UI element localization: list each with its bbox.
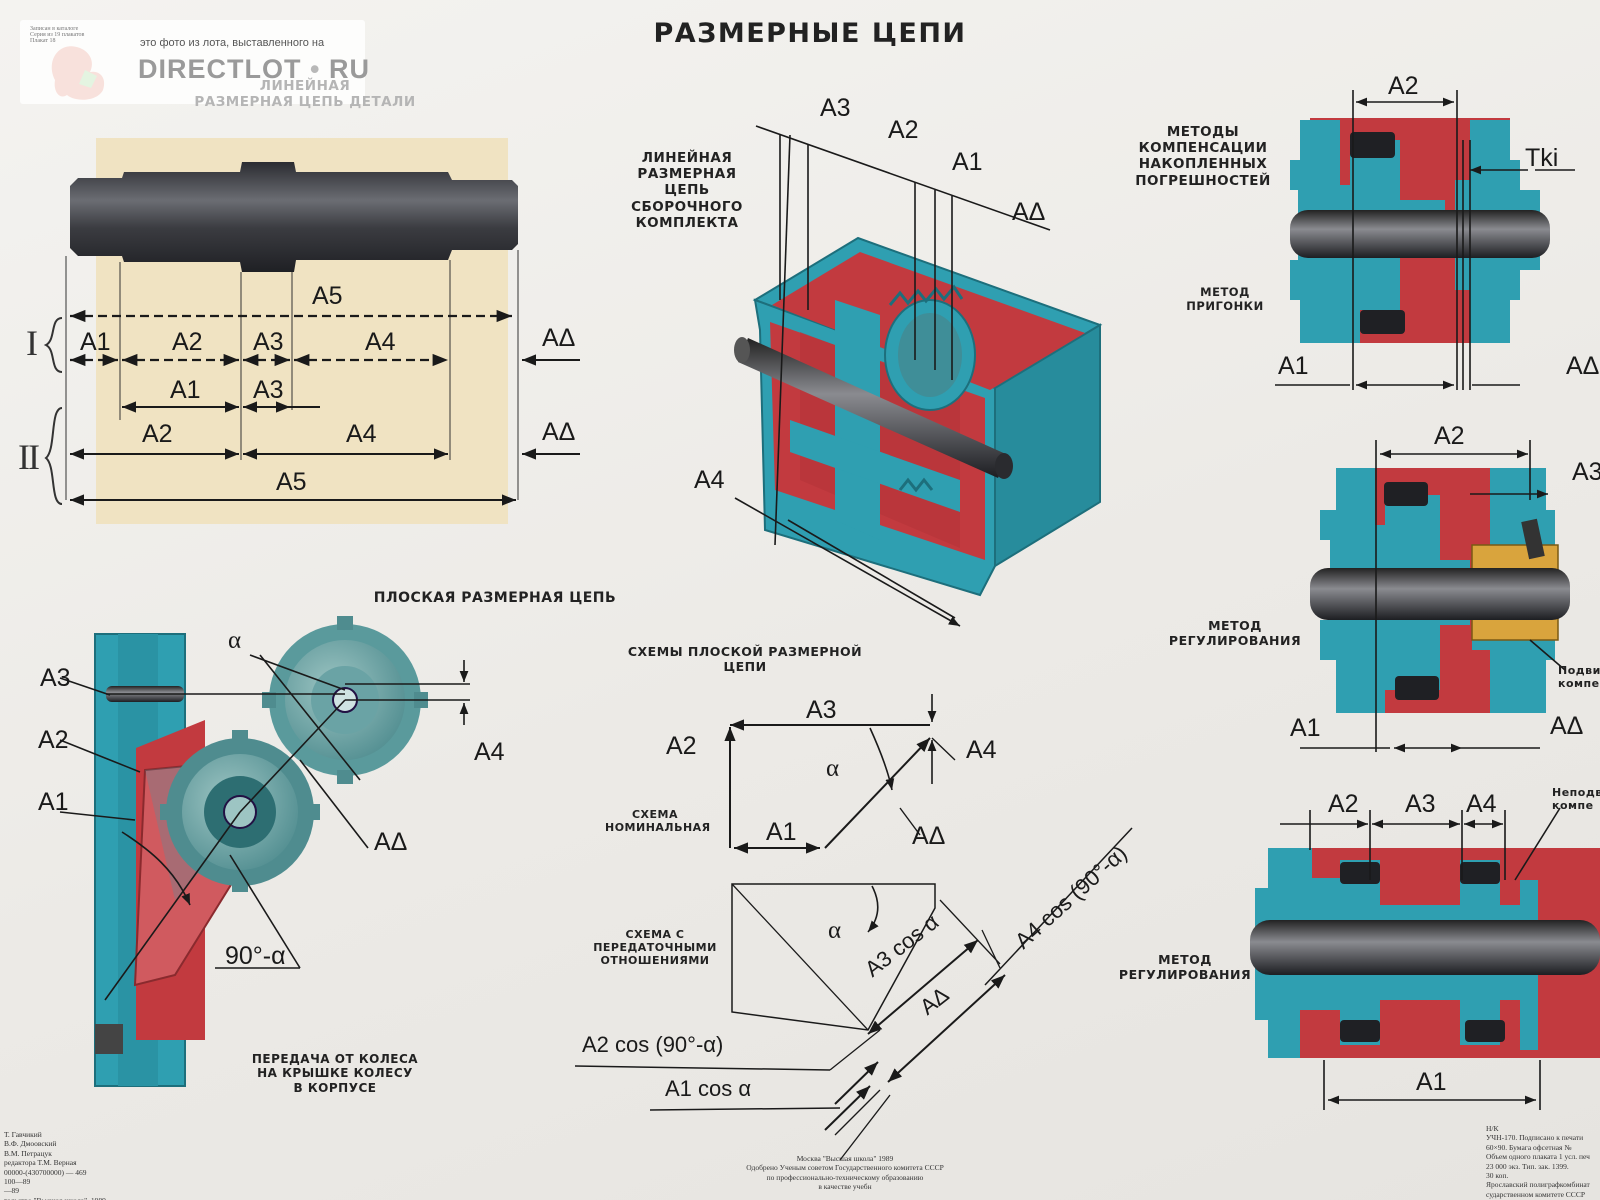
compensation-title: МЕТОДЫ КОМПЕНСАЦИИ НАКОПЛЕННЫХ ПОГРЕШНОС… <box>1135 124 1271 189</box>
method-fit-label: МЕТОД ПРИГОНКИ <box>1186 285 1264 313</box>
fixed-compensator-label: Неподв компе <box>1552 786 1600 813</box>
footer-center-imprint: Москва "Высшая школа" 1989 Одобрено Учен… <box>746 1154 944 1192</box>
label-a2cos: A2 cos (90°-α) <box>582 1032 724 1057</box>
movable-compensator-label: Подви компе <box>1558 664 1600 691</box>
schemes-section <box>574 694 1133 1161</box>
label-a1-plane: A1 <box>38 788 69 816</box>
poster-title: РАЗМЕРНЫЕ ЦЕПИ <box>653 18 967 49</box>
label-a4-row3: A4 <box>346 420 377 448</box>
label-a5-row4: A5 <box>276 468 307 496</box>
label-alpha-nominal: α <box>826 755 840 782</box>
compensation-section <box>1250 90 1600 1110</box>
label-a3-row2: A3 <box>253 376 284 404</box>
label-a3-nominal: A3 <box>806 696 837 724</box>
label-alpha-ratios: α <box>828 917 842 944</box>
label-a3-adjust2: A3 <box>1405 790 1436 818</box>
watermark-brand-suffix: RU <box>328 54 370 84</box>
shaft <box>70 162 518 272</box>
method-adjust-label-2: МЕТОД РЕГУЛИРОВАНИЯ <box>1118 952 1252 982</box>
adjust-assembly-2 <box>1250 807 1600 1110</box>
label-a1-adjust1: A1 <box>1290 714 1321 742</box>
label-angle-plane: 90°-α <box>225 942 286 970</box>
label-a4-adjust2: A4 <box>1466 790 1497 818</box>
footer-left-credits: Т. Гавчикий В.Ф. Дмоовский В.М. Петрацук… <box>4 1130 106 1200</box>
ratios-scheme-label: СХЕМА С ПЕРЕДАТОЧНЫМИ ОТНОШЕНИЯМИ <box>593 928 717 968</box>
assembly-title: ЛИНЕЙНАЯ РАЗМЕРНАЯ ЦЕПЬ СБОРОЧНОГО КОМПЛ… <box>631 150 743 231</box>
watermark: Записан в каталоге Серия из 19 плакатов … <box>20 20 369 104</box>
label-a2-assembly: A2 <box>888 116 919 144</box>
label-a1-row2: A1 <box>170 376 201 404</box>
label-ad-assembly: AΔ <box>1012 198 1046 226</box>
watermark-brand: DIRECTLOT • RU <box>138 54 370 84</box>
label-a1-fit: A1 <box>1278 352 1309 380</box>
label-a4-row1: A4 <box>365 328 396 356</box>
plane-chain-title: ПЛОСКАЯ РАЗМЕРНАЯ ЦЕПЬ <box>373 590 617 606</box>
roman-two: II <box>18 437 40 477</box>
label-ad-nominal: AΔ <box>912 822 946 850</box>
label-a5-top: A5 <box>312 282 343 310</box>
label-a2-row3: A2 <box>142 420 173 448</box>
label-a3-plane: A3 <box>40 664 71 692</box>
plane-chain-section <box>59 616 470 1087</box>
label-a3-adjust1: A3 <box>1572 458 1600 486</box>
label-a1cos: A1 cos α <box>665 1076 752 1101</box>
label-a2-adjust1: A2 <box>1434 422 1465 450</box>
label-a2-nominal: A2 <box>666 732 697 760</box>
label-a2-fit: A2 <box>1388 72 1419 100</box>
shaft-section <box>43 138 580 524</box>
label-a4-assembly: A4 <box>694 466 725 494</box>
watermark-brand-name: DIRECTLOT <box>138 54 302 84</box>
label-ad-row3: AΔ <box>542 418 576 446</box>
plane-chain-caption: ПЕРЕДАЧА ОТ КОЛЕСА НА КРЫШКЕ КОЛЕСУ В КО… <box>251 1052 419 1095</box>
watermark-small-text: Записан в каталоге Серия из 19 плакатов … <box>30 26 85 44</box>
label-a2-plane: A2 <box>38 726 69 754</box>
label-a4-plane: A4 <box>474 738 505 766</box>
label-ad-row1: AΔ <box>542 324 576 352</box>
label-a2-row1: A2 <box>172 328 203 356</box>
label-a1-adjust2: A1 <box>1416 1068 1447 1096</box>
label-alpha-plane: α <box>228 627 242 654</box>
label-a3-assembly: A3 <box>820 94 851 122</box>
label-a1-assembly: A1 <box>952 148 983 176</box>
nominal-scheme-label: СХЕМА НОМИНАЛЬНАЯ <box>605 808 711 835</box>
watermark-tagline: это фото из лота, выставленного на <box>140 37 325 49</box>
label-a1-nominal: A1 <box>766 818 797 846</box>
adjust-assembly-1 <box>1300 440 1570 753</box>
linear-detail-title: ЛИНЕЙНАЯ РАЗМЕРНАЯ ЦЕПЬ ДЕТАЛИ <box>194 78 416 111</box>
schemes-title: СХЕМЫ ПЛОСКОЙ РАЗМЕРНОЙ ЦЕПИ <box>627 644 863 674</box>
method-adjust-label-1: МЕТОД РЕГУЛИРОВАНИЯ <box>1168 618 1302 648</box>
footer-right-imprint: Н/К УЧН-170. Подписано к печати 60×90. Б… <box>1486 1124 1590 1200</box>
label-a3-row1: A3 <box>253 328 284 356</box>
label-a4-nominal: A4 <box>966 736 997 764</box>
label-a2-adjust2: A2 <box>1328 790 1359 818</box>
label-ad-fit: AΔ <box>1566 352 1600 380</box>
label-a1-row1: A1 <box>80 328 111 356</box>
label-ad-adjust1: AΔ <box>1550 712 1584 740</box>
label-tki-fit: Tki <box>1525 144 1559 172</box>
fit-assembly <box>1275 90 1575 390</box>
label-ad-plane: AΔ <box>374 828 408 856</box>
assembly-section <box>734 125 1103 627</box>
roman-one: I <box>26 323 38 363</box>
